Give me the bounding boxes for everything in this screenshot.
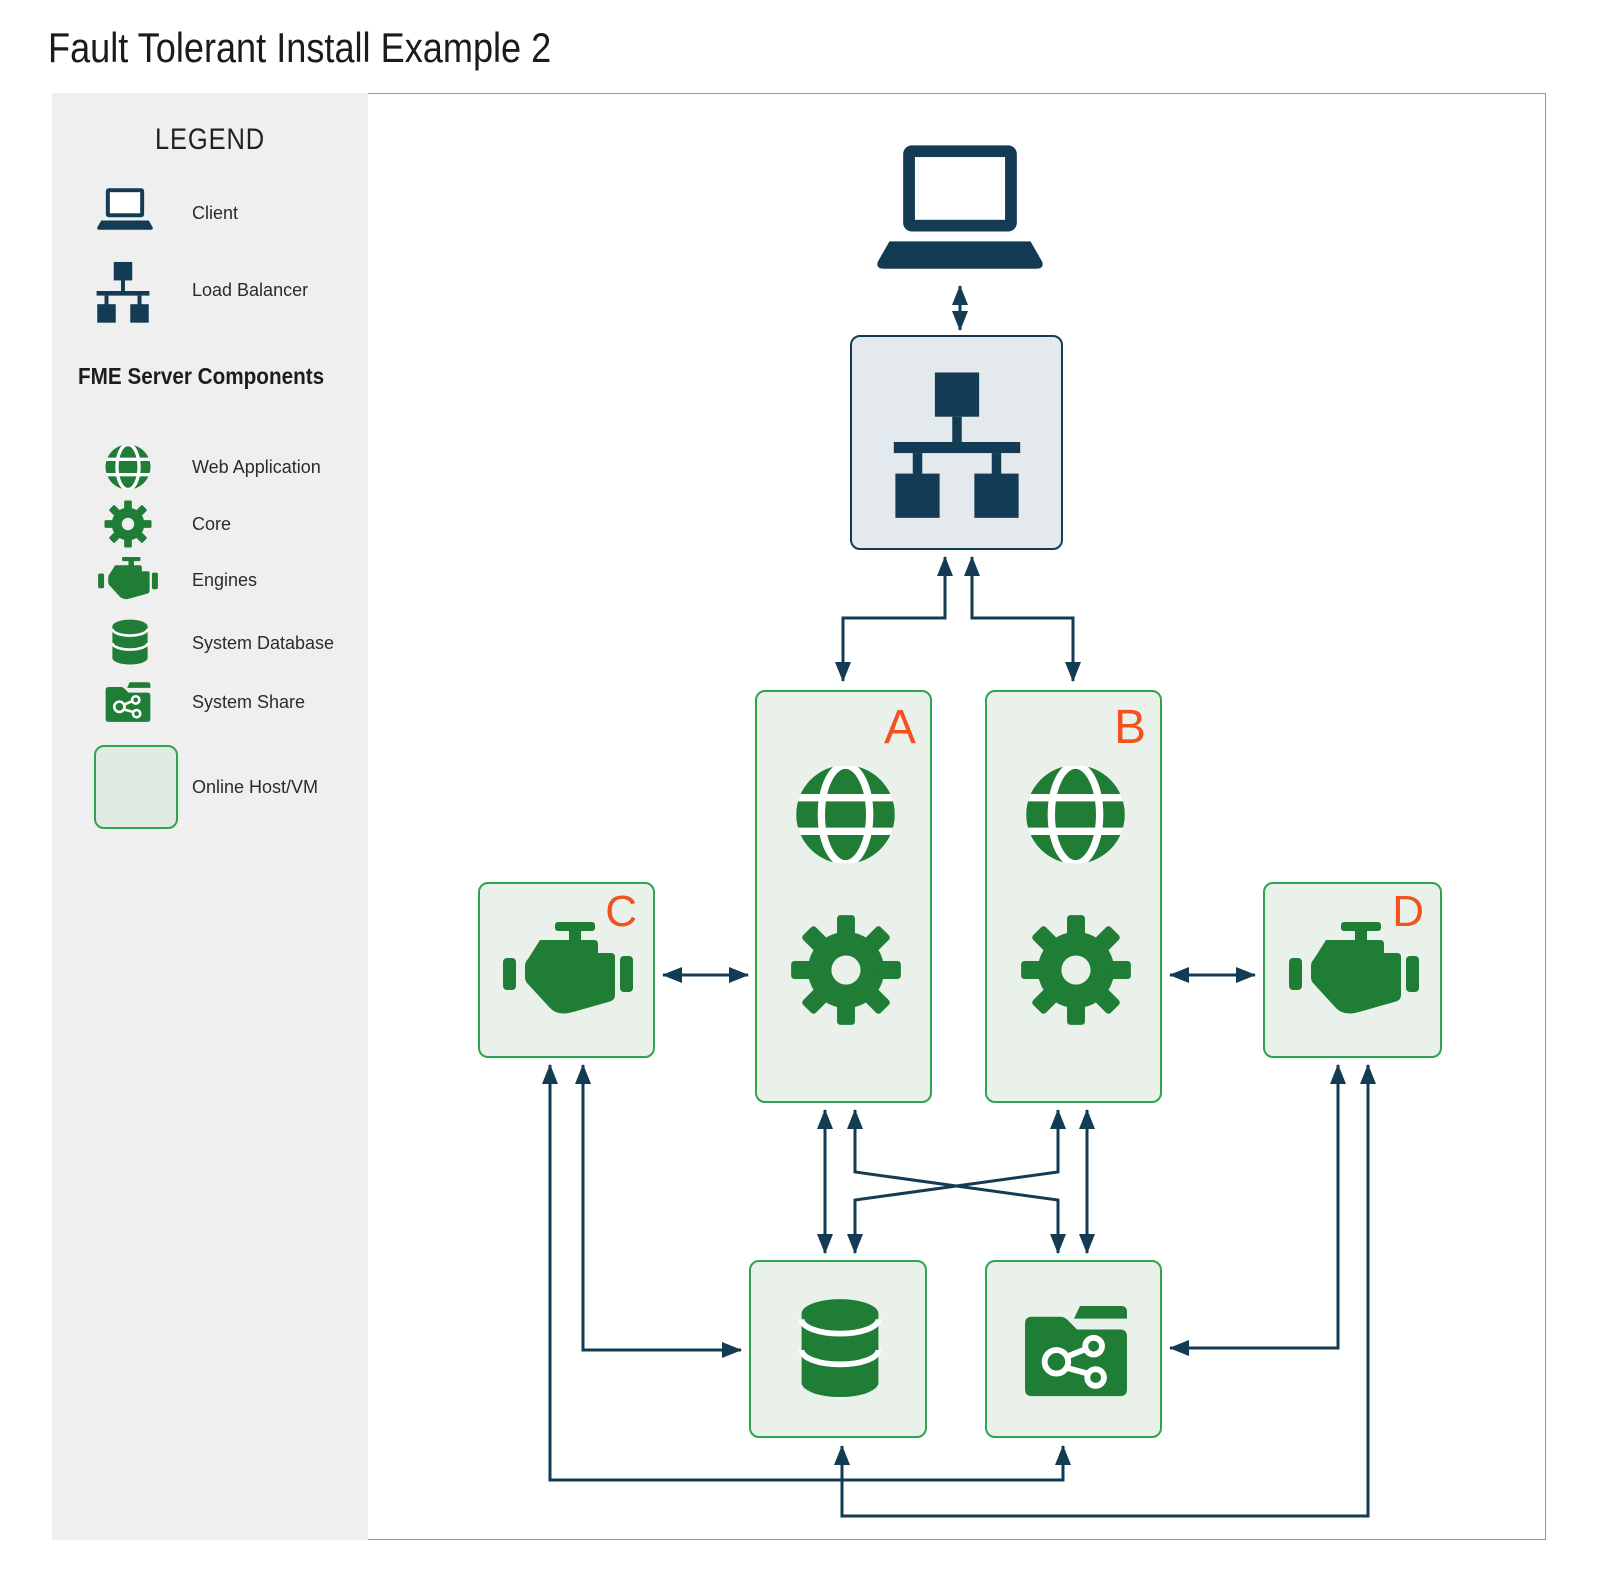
legend-label-system-share: System Share [192,692,306,712]
legend-label-web-application: Web Application [192,457,321,477]
load-balancer-icon [878,363,1036,521]
host-a: A [755,690,932,1103]
web-application-icon [104,443,152,491]
client-node [862,145,1058,275]
load-balancer-icon [90,258,156,324]
engine-icon [1289,922,1419,1022]
legend-label-load-balancer: Load Balancer [192,280,309,300]
page-title: Fault Tolerant Install Example 2 [48,24,552,71]
system-share-icon [1017,1303,1135,1401]
core-icon [790,914,902,1026]
host-c: C [478,882,655,1058]
host-d-label: D [1392,887,1424,936]
online-host-box [94,745,178,829]
legend-label-engines: Engines [192,570,258,590]
legend-components-heading: FME Server Components [78,363,325,389]
laptop-icon [92,188,158,232]
legend-panel: LEGEND Client Load Balancer FME Server C… [52,93,368,1540]
web-application-icon [1023,762,1128,867]
legend-label-system-database: System Database [192,633,335,653]
load-balancer-node [850,335,1063,550]
core-icon [104,500,152,548]
legend-label-client: Client [192,203,239,223]
web-application-icon [793,762,898,867]
system-share-icon [102,681,154,724]
host-b-label: B [1113,701,1146,754]
legend-heading: LEGEND [155,123,265,156]
system-share-node [985,1260,1162,1438]
system-database-icon [792,1296,888,1404]
system-database-node [749,1260,927,1438]
host-a-label: A [883,701,916,754]
host-c-label: C [605,887,637,936]
host-d: D [1263,882,1442,1058]
system-database-icon [108,618,152,668]
legend-label-core: Core [192,514,232,534]
laptop-icon [862,145,1058,275]
engines-icon [98,557,158,603]
engine-icon [503,922,633,1022]
legend-label-online-host: Online Host/VM [192,777,319,797]
core-icon [1020,914,1132,1026]
host-b: B [985,690,1162,1103]
